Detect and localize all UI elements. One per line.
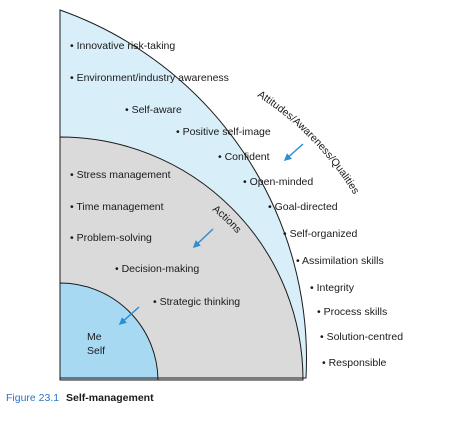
middle-ring-items: • Stress management • Time management • …	[70, 169, 240, 308]
list-item: • Environment/industry awareness	[70, 72, 229, 84]
list-item: • Open-minded	[243, 176, 313, 188]
core-quarter	[59, 282, 159, 381]
figure-title: Self-management	[66, 392, 154, 404]
list-item: • Decision-making	[115, 263, 199, 275]
list-item: • Assimilation skills	[296, 255, 384, 267]
list-item: • Solution-centred	[320, 331, 403, 343]
list-item: • Confident	[218, 151, 270, 163]
list-item: • Time management	[70, 201, 164, 213]
self-management-diagram: Attitudes/Awareness/Qualities Actions • …	[59, 9, 403, 381]
list-item: • Process skills	[317, 306, 387, 318]
core-label-self: Self	[87, 345, 105, 357]
list-item: • Goal-directed	[268, 201, 338, 213]
list-item: • Stress management	[70, 169, 171, 181]
list-item: • Self-aware	[125, 104, 182, 116]
list-item: • Integrity	[310, 282, 355, 294]
list-item: • Self-organized	[283, 228, 357, 240]
list-item: • Problem-solving	[70, 232, 152, 244]
outer-arrow	[283, 143, 304, 161]
core-arrow	[118, 306, 140, 326]
list-item: • Innovative risk-taking	[70, 40, 175, 52]
list-item: • Strategic thinking	[153, 296, 240, 308]
list-item: • Positive self-image	[176, 126, 271, 138]
middle-arrow	[192, 228, 214, 249]
outer-ring-items: • Innovative risk-taking • Environment/i…	[70, 40, 403, 369]
list-item: • Responsible	[322, 357, 387, 369]
figure-number: Figure 23.1	[6, 392, 60, 404]
figure-caption: Figure 23.1 Self-management	[6, 392, 154, 404]
core-label-me: Me	[87, 331, 102, 343]
